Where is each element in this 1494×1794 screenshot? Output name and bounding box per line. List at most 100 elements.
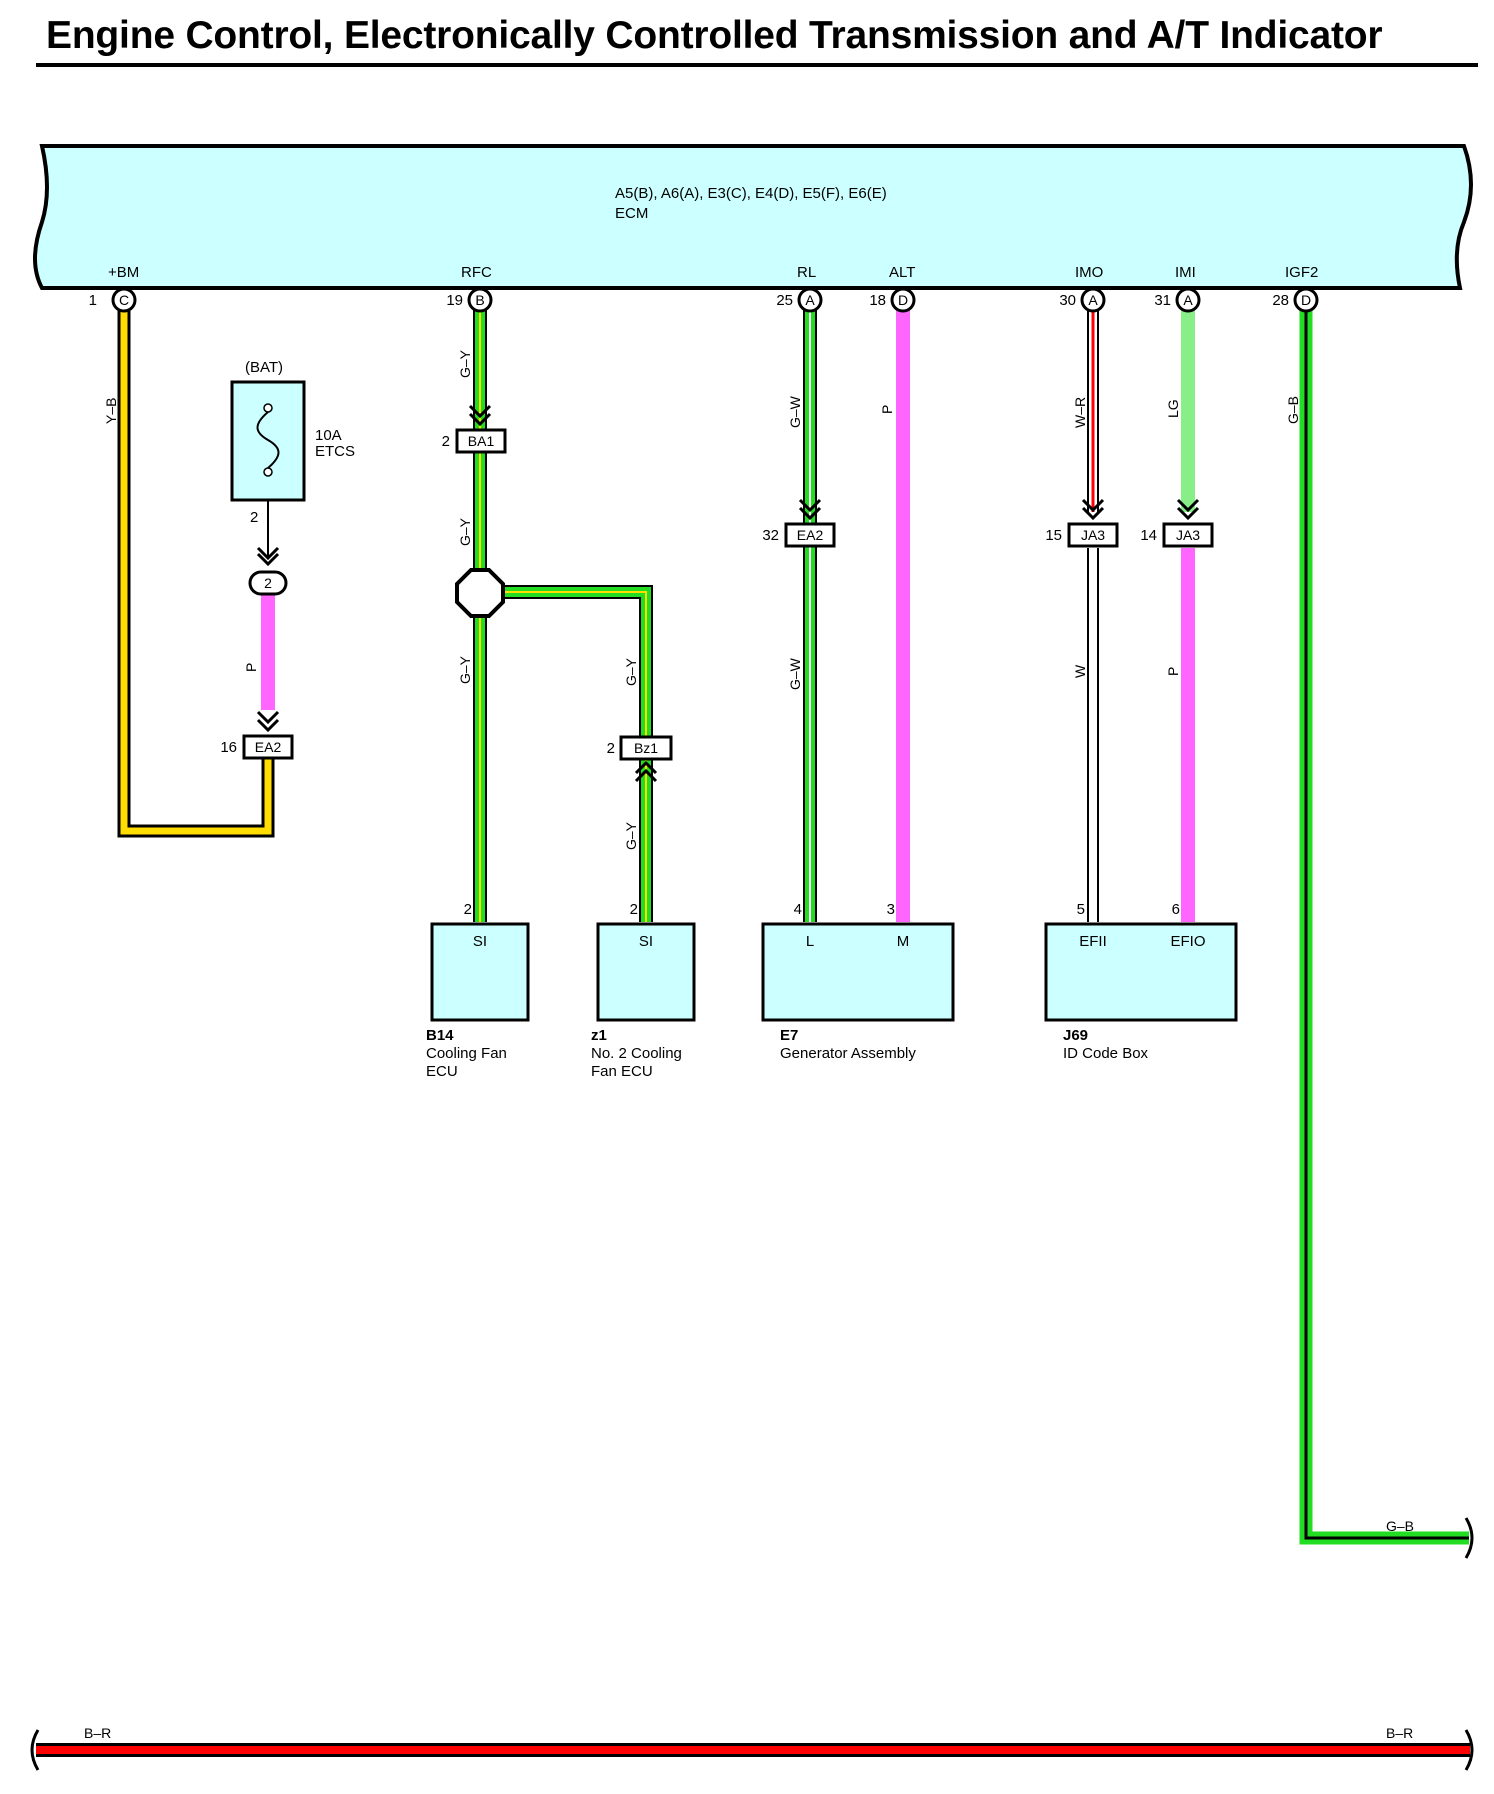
svg-text:D: D (1301, 292, 1311, 308)
wire-label-br-right: B–R (1386, 1725, 1413, 1741)
component-b14: 2 SI B14 Cooling Fan ECU (426, 901, 530, 1080)
svg-text:2: 2 (442, 433, 450, 450)
wire-label-gy-2: G–Y (457, 517, 473, 546)
wire-p-alt (896, 302, 910, 922)
terminal-name-rfc: RFC (461, 264, 492, 281)
ecm-pin-rl: A 25 (776, 287, 823, 313)
fuse-pin: 2 (250, 509, 258, 526)
chevron-down-icon (256, 546, 280, 561)
junction-ea2-32: EA2 32 (762, 498, 836, 548)
wire-label-gy-1: G–Y (457, 349, 473, 378)
svg-text:Bz1: Bz1 (634, 740, 658, 756)
svg-text:E7: E7 (780, 1027, 798, 1044)
ecm-pin-alt: D 18 (869, 287, 916, 313)
wire-label-gb-2: G–B (1386, 1518, 1414, 1534)
wire-gb (1299, 302, 1469, 1545)
svg-text:EA2: EA2 (255, 739, 282, 755)
wire-label-br-left: B–R (84, 1725, 111, 1741)
svg-text:A: A (1088, 292, 1098, 308)
ecm-pin-rfc: B 19 (446, 287, 493, 313)
svg-text:1: 1 (89, 292, 97, 309)
svg-text:JA3: JA3 (1176, 527, 1200, 543)
svg-text:A: A (1183, 292, 1193, 308)
title-underline (36, 63, 1478, 67)
svg-text:SI: SI (639, 933, 653, 950)
junction-ja3-15: JA3 15 (1045, 498, 1119, 548)
svg-text:ID Code Box: ID Code Box (1063, 1045, 1149, 1062)
ecm-pin-imo: A 30 (1059, 287, 1106, 313)
svg-text:B: B (475, 292, 484, 308)
svg-text:2: 2 (630, 901, 638, 918)
wire-end-right-br (1464, 1729, 1474, 1771)
component-e7: 4 L 3 M E7 Generator Assembly (761, 901, 955, 1062)
svg-text:EFII: EFII (1079, 933, 1107, 950)
svg-text:SI: SI (473, 933, 487, 950)
junction-ba1: BA1 2 (442, 404, 507, 454)
svg-text:JA3: JA3 (1081, 527, 1105, 543)
svg-text:25: 25 (776, 292, 793, 309)
fuse-icon (256, 411, 280, 469)
wire-label-gw-1: G–W (787, 395, 803, 428)
wire-label-gy-4: G–Y (623, 657, 639, 686)
wire-end-right-gb (1464, 1517, 1474, 1559)
wire-label-gb-1: G–B (1285, 396, 1301, 424)
svg-text:6: 6 (1172, 901, 1180, 918)
svg-text:32: 32 (762, 527, 779, 544)
svg-text:4: 4 (794, 901, 802, 918)
terminal-name-alt: ALT (889, 264, 915, 281)
ecm-box (33, 144, 1473, 290)
splice-pin: 2 (264, 575, 272, 591)
fuse-rating: 10A (315, 427, 342, 444)
junction-ea2-16: EA2 16 (220, 710, 294, 760)
svg-text:15: 15 (1045, 527, 1062, 544)
svg-text:EA2: EA2 (797, 527, 824, 543)
ecm-pin-imi: A 31 (1154, 287, 1201, 313)
joint-connector (455, 568, 505, 618)
wire-label-gy-3: G–Y (457, 655, 473, 684)
wire-label-lg: LG (1165, 399, 1181, 418)
terminal-name-imi: IMI (1175, 264, 1196, 281)
svg-text:BA1: BA1 (468, 433, 495, 449)
svg-text:D: D (898, 292, 908, 308)
svg-text:30: 30 (1059, 292, 1076, 309)
ecm-connectors: A5(B), A6(A), E3(C), E4(D), E5(F), E6(E) (615, 185, 887, 202)
svg-text:28: 28 (1272, 292, 1289, 309)
svg-text:A: A (805, 292, 815, 308)
wire-p-imi (1181, 548, 1195, 922)
svg-text:Cooling Fan: Cooling Fan (426, 1045, 507, 1062)
wire-label-gw-2: G–W (787, 657, 803, 690)
component-z1: 2 SI z1 No. 2 Cooling Fan ECU (591, 901, 696, 1080)
terminal-name-rl: RL (797, 264, 816, 281)
svg-text:B14: B14 (426, 1027, 454, 1044)
wire-label-wr: W–R (1072, 397, 1088, 428)
svg-text:L: L (806, 933, 814, 950)
fuse-name: ETCS (315, 443, 355, 460)
wire-label-yb: Y–B (103, 398, 119, 424)
svg-text:2: 2 (607, 740, 615, 757)
svg-text:16: 16 (220, 739, 237, 756)
wire-p-etcs (261, 594, 275, 710)
ecm-pin-igf2: D 28 (1272, 287, 1319, 313)
svg-text:Fan ECU: Fan ECU (591, 1063, 653, 1080)
component-j69: 5 EFII 6 EFIO J69 ID Code Box (1044, 901, 1238, 1062)
wire-end-left (30, 1729, 40, 1771)
svg-text:Generator Assembly: Generator Assembly (780, 1045, 916, 1062)
wire-label-p-alt: P (879, 405, 895, 414)
junction-ja3-14: JA3 14 (1140, 498, 1214, 548)
svg-text:EFIO: EFIO (1170, 933, 1205, 950)
junction-bz1: Bz1 2 (607, 735, 673, 783)
terminal-name-igf2: IGF2 (1285, 264, 1318, 281)
ecm-pin-bm: C 1 (89, 287, 137, 313)
terminal-name-imo: IMO (1075, 264, 1103, 281)
wire-label-gy-5: G–Y (623, 821, 639, 850)
svg-text:z1: z1 (591, 1027, 607, 1044)
terminal-name-bm: +BM (108, 264, 139, 281)
svg-text:C: C (119, 292, 129, 308)
svg-text:M: M (897, 933, 910, 950)
svg-text:19: 19 (446, 292, 463, 309)
svg-text:No. 2 Cooling: No. 2 Cooling (591, 1045, 682, 1062)
svg-text:3: 3 (887, 901, 895, 918)
diagram-title: Engine Control, Electronically Controlle… (46, 14, 1383, 57)
svg-text:31: 31 (1154, 292, 1171, 309)
